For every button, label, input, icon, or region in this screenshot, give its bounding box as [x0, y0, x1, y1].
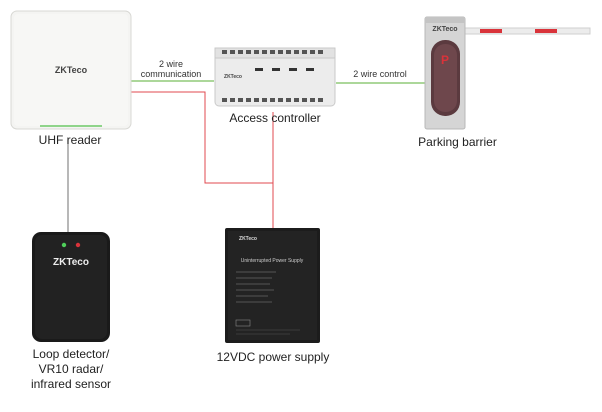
uhf-reader-label: UHF reader: [38, 133, 102, 147]
parking-barrier-label: Parking barrier: [418, 135, 497, 149]
uhf-reader-device: ZKTeco: [10, 10, 132, 130]
access-controller-device: ZKTeco: [214, 47, 336, 107]
power-supply-logo: ZKTeco: [239, 236, 257, 242]
loop-detector-label-line-3: infrared sensor: [30, 377, 112, 391]
access-controller-logo: ZKTeco: [224, 74, 242, 80]
parking-barrier-logo: ZKTeco: [432, 26, 457, 33]
power-supply-label: 12VDC power supply: [216, 350, 330, 364]
connector-reader-controller-label: 2 wire communication: [132, 59, 210, 79]
loop-detector-label-line-2: VR10 radar/: [38, 362, 104, 376]
loop-detector-device: ZKTeco: [32, 232, 110, 342]
loop-detector-label: Loop detector/ VR10 radar/ infrared sens…: [10, 347, 132, 392]
parking-barrier-letter: P: [441, 53, 449, 67]
loop-detector-logo: ZKTeco: [53, 257, 89, 268]
loop-detector-label-line-1: Loop detector/: [32, 347, 110, 361]
connector-reader-controller-label-line-2: communication: [140, 69, 202, 79]
connector-power-line: [130, 91, 274, 228]
connector-controller-barrier-label: 2 wire control: [353, 69, 407, 79]
power-supply-title: Uninterrupted Power Supply: [241, 258, 304, 264]
parking-barrier-device: P ZKTeco: [424, 16, 591, 130]
connector-reader-controller-label-line-1: 2 wire: [158, 59, 183, 69]
power-supply-device: ZKTeco Uninterrupted Power Supply: [225, 228, 320, 343]
uhf-reader-logo: ZKTeco: [55, 65, 88, 75]
access-controller-label: Access controller: [229, 111, 321, 125]
